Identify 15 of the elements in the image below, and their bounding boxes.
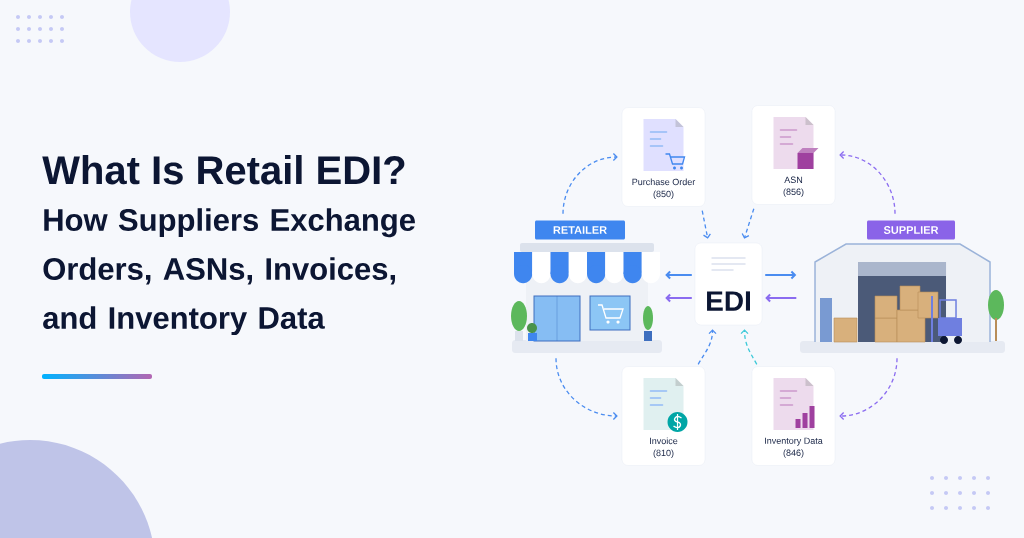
arrow [665, 270, 693, 280]
arrow [562, 152, 618, 215]
arrow [701, 210, 712, 239]
hub-card: EDI [694, 242, 763, 326]
arrow [839, 357, 898, 421]
arrow [740, 329, 758, 365]
arrow [555, 357, 618, 421]
arrow [665, 293, 693, 303]
arrow [697, 329, 717, 365]
title: What Is Retail EDI? [42, 155, 405, 185]
arrow [741, 208, 755, 239]
arrow [764, 270, 797, 280]
arrow [839, 150, 896, 215]
subtitle: How Suppliers Exchange Orders, ASNs, Invoices, and Inventory Data [43, 208, 415, 336]
arrow [765, 293, 798, 303]
